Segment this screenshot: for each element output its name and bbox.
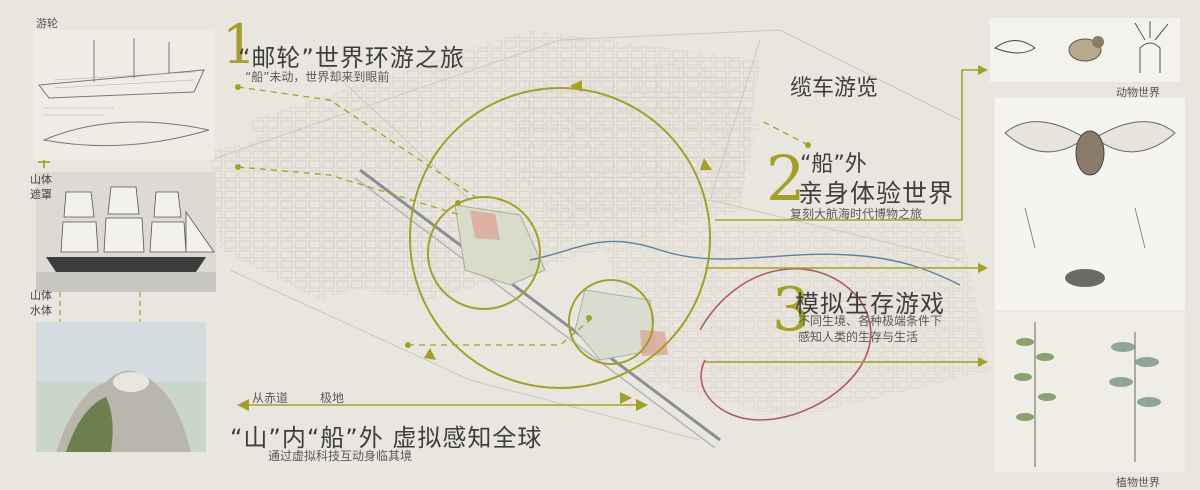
section-3-title: 模拟生存游戏 — [795, 290, 945, 318]
section-1-number: 1 — [222, 13, 257, 76]
section-1-subtitle: “船”未动，世界却来到眼前 — [245, 70, 390, 84]
cable-car-title: 缆车游览 — [790, 76, 879, 101]
mountain-icon — [36, 322, 206, 452]
section-3-number: 3 — [772, 275, 811, 345]
insect-icon — [993, 21, 1169, 73]
cruise-tag-label: 游轮 — [36, 17, 58, 30]
section-2-subtitle: 复刻大航海时代博物之旅 — [790, 207, 923, 221]
section-2-number-wrap: 2 — [766, 148, 805, 210]
axis-right-label: 极地 — [320, 391, 345, 405]
section-1: 1 — [222, 18, 256, 72]
axis-left-label: 从赤道 — [252, 391, 289, 405]
plant-world-label: 植物世界 — [1116, 476, 1160, 489]
mountain-shelter-label: 山体 遮罩 — [30, 172, 52, 202]
mountain-water-label: 山体 水体 — [30, 288, 52, 318]
section-1-title: “邮轮”世界环游之旅 — [238, 44, 465, 72]
deer-icon — [1134, 21, 1169, 73]
cicada-icon — [1004, 121, 1176, 287]
section-3-subtitle-1: 不同生境、各种极端条件下 — [798, 314, 943, 328]
plant-panel — [995, 312, 1185, 472]
section-3-number-wrap: 3 — [772, 280, 810, 340]
insect-panel — [995, 98, 1185, 310]
section-4-subtitle: 通过虚拟科技互动身临其境 — [268, 449, 413, 463]
plant-icon — [1014, 322, 1161, 467]
mountain-water-text: 山体 水体 — [30, 289, 52, 317]
section-2-number: 2 — [766, 142, 806, 215]
cruise-tag: 游轮 — [36, 12, 58, 31]
section-3-subtitle-2: 感知人类的生存与生活 — [798, 330, 919, 344]
ship-blueprint-icon — [34, 30, 214, 160]
section-2-line1: “船”外 — [800, 152, 867, 177]
bird-icon — [1068, 36, 1104, 62]
mountain-shelter-text: 山体 遮罩 — [30, 173, 52, 201]
animal-top-panel — [990, 18, 1180, 82]
animal-world-label: 动物世界 — [1116, 86, 1160, 99]
section-2-line2: 亲身体验世界 — [798, 179, 955, 208]
sailing-ship-icon — [36, 172, 216, 292]
section-4-title: “山”内“船”外 虚拟感知全球 — [230, 424, 543, 452]
